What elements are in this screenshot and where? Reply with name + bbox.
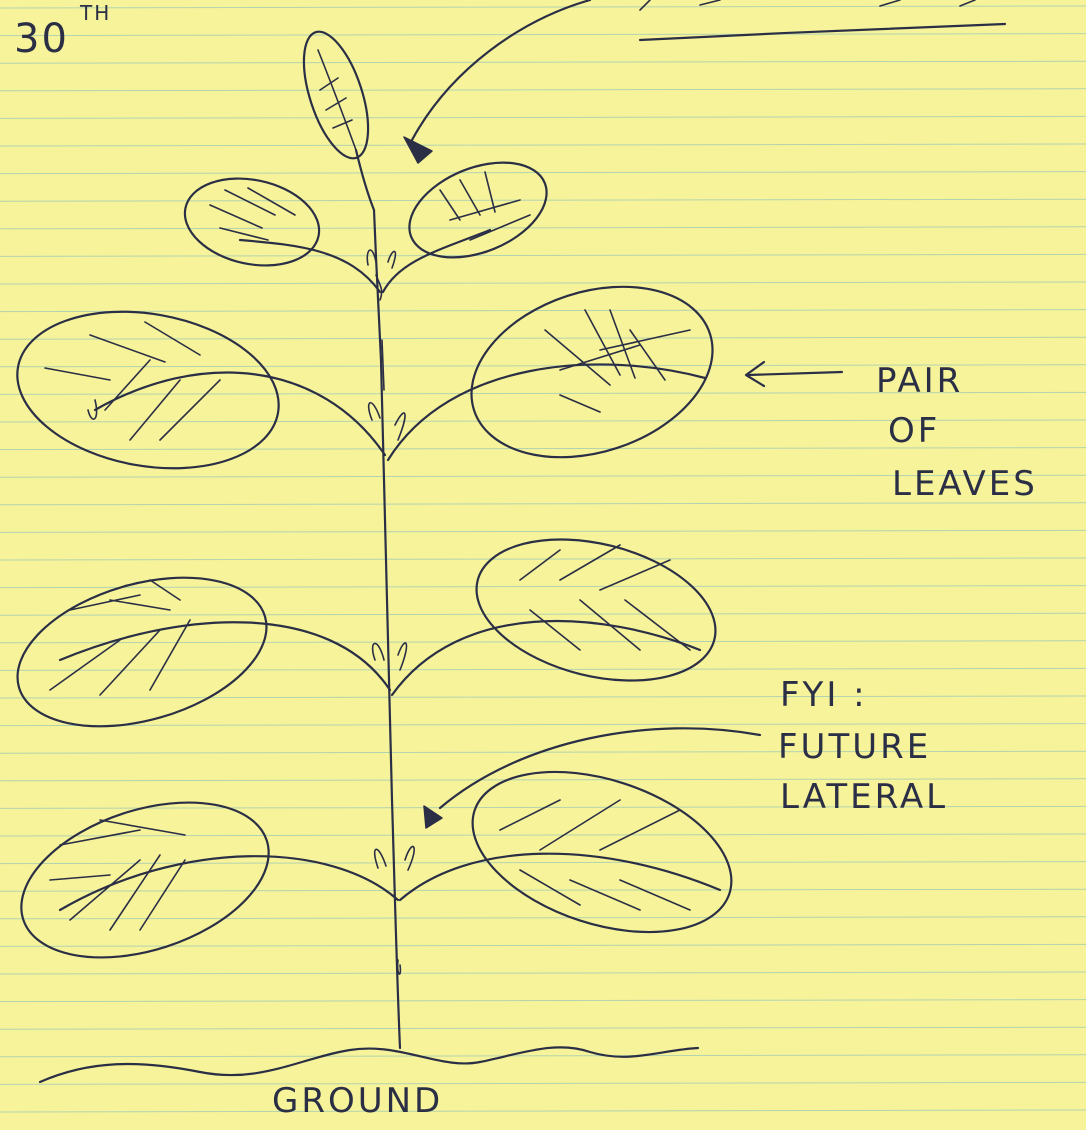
date-number: 30 [14, 16, 69, 62]
pair-of-leaves-label-line3: LEAVES [892, 464, 1038, 504]
date-suffix: TH [79, 1, 111, 25]
fyi-label-line3: LATERAL [780, 777, 948, 817]
fyi-label-line1: FYI : [780, 675, 868, 715]
ground-label: GROUND [272, 1081, 443, 1121]
pair-of-leaves-label-line2: OF [888, 411, 940, 451]
fyi-label-line2: FUTURE [778, 727, 931, 767]
pair-of-leaves-label-line1: PAIR [876, 361, 963, 401]
